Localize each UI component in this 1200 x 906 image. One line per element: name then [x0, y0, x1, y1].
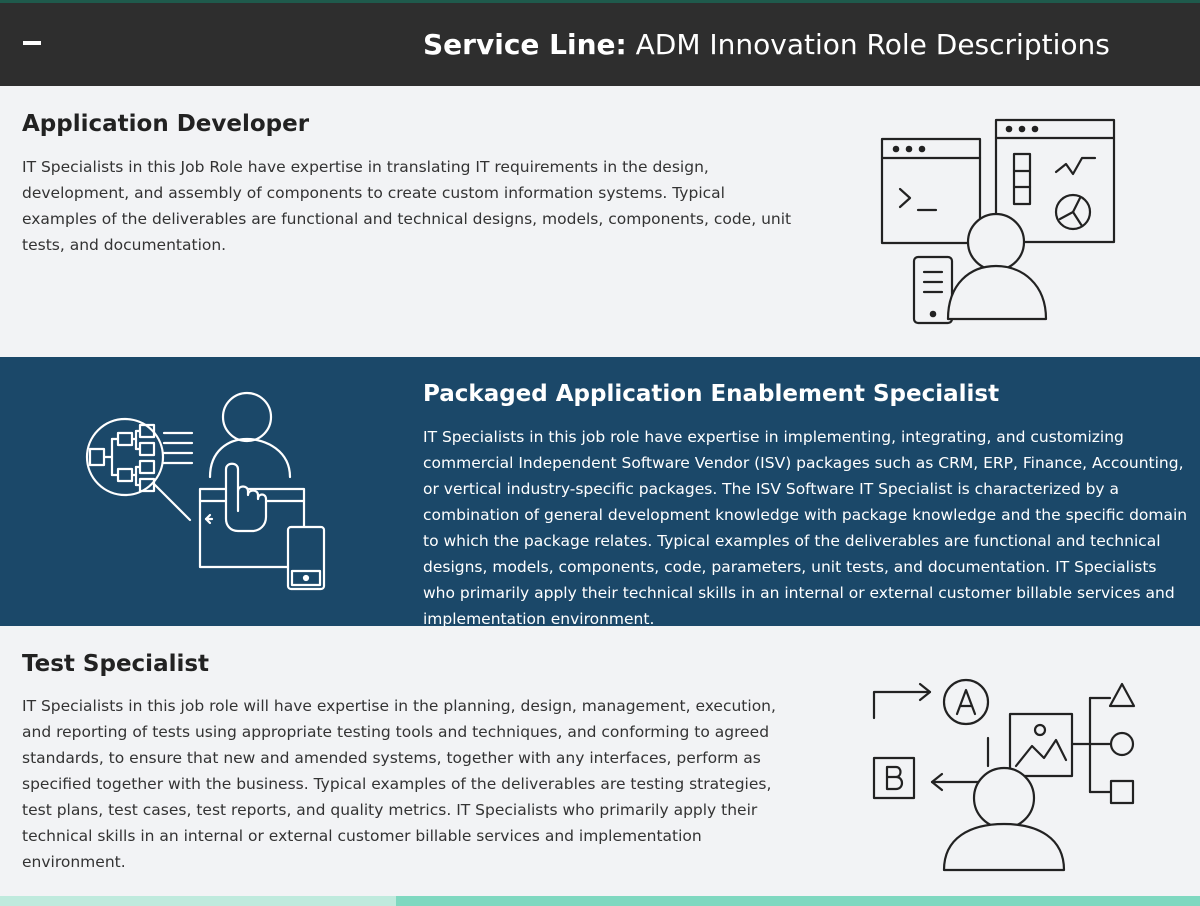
developer-workstation-icon — [880, 118, 1116, 325]
footer-progress-bar — [0, 896, 1200, 906]
top-accent-rule — [0, 0, 1200, 3]
role-card-application-developer: Application Developer IT Specialists in … — [0, 86, 1200, 357]
title-prefix: Service Line: — [423, 28, 627, 61]
collapse-button[interactable] — [14, 25, 50, 61]
section-header: Service Line: ADM Innovation Role Descri… — [0, 3, 1200, 86]
page-title: Service Line: ADM Innovation Role Descri… — [423, 25, 1110, 65]
role-title: Test Specialist — [22, 651, 210, 677]
minus-icon — [23, 41, 41, 45]
title-text: ADM Innovation Role Descriptions — [626, 28, 1110, 61]
role-title: Packaged Application Enablement Speciali… — [423, 381, 1000, 407]
role-card-test-specialist: Test Specialist IT Specialists in this j… — [0, 626, 1200, 896]
role-title: Application Developer — [22, 111, 310, 137]
footer-segment-teal — [396, 896, 1200, 906]
role-description: IT Specialists in this job role have exp… — [423, 428, 1188, 628]
package-integration-icon — [85, 391, 326, 591]
role-description: IT Specialists in this Job Role have exp… — [22, 158, 792, 254]
test-flow-icon — [872, 678, 1136, 872]
footer-segment-light — [0, 896, 396, 906]
role-card-packaged-application-specialist: Packaged Application Enablement Speciali… — [0, 357, 1200, 628]
role-description: IT Specialists in this job role will hav… — [22, 697, 776, 871]
